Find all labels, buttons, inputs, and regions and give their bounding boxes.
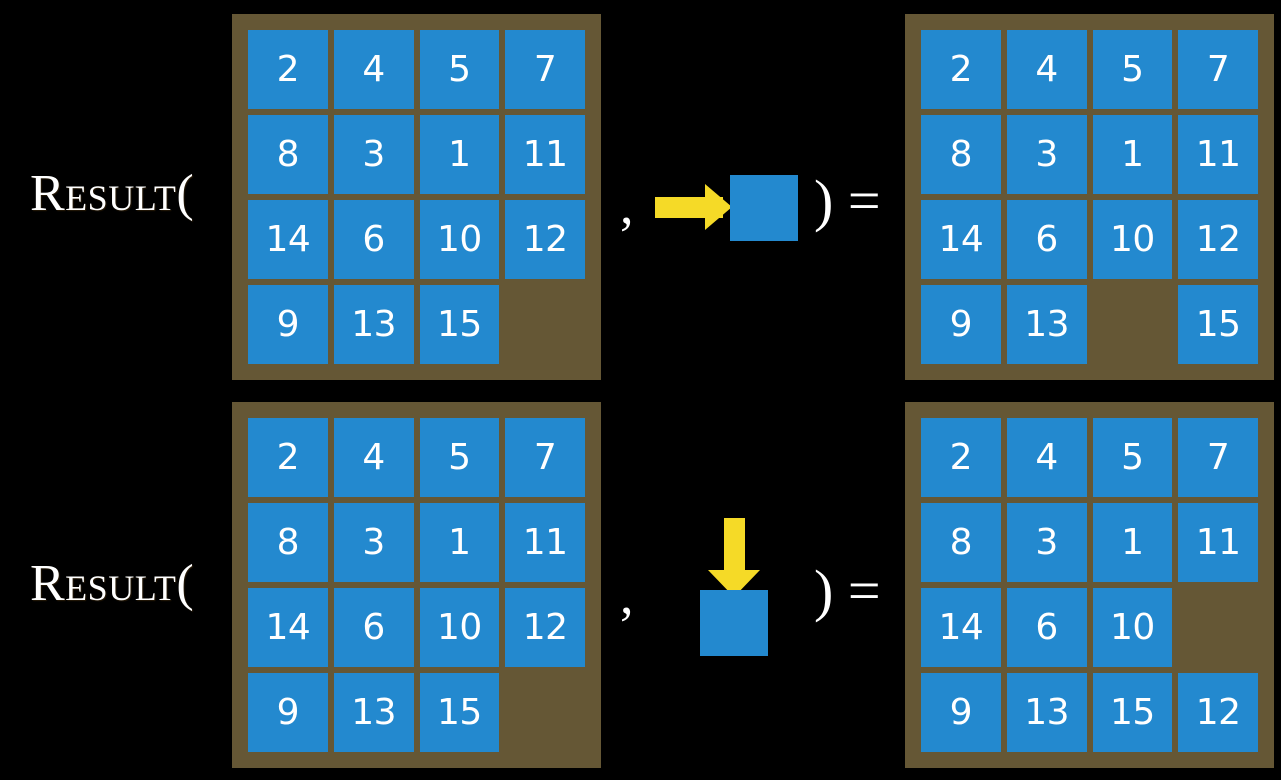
tile[interactable]: 4 xyxy=(333,418,414,497)
arrow-right-icon-head xyxy=(705,184,732,230)
tile[interactable]: 2 xyxy=(921,30,1001,109)
equation-row-slide-down: Result( 2 4 5 7 8 3 1 11 14 6 10 12 9 13… xyxy=(0,390,1281,780)
tile[interactable]: 6 xyxy=(333,200,414,279)
tile[interactable]: 9 xyxy=(248,673,328,752)
tile[interactable]: 1 xyxy=(1092,115,1173,194)
puzzle-grid: 2 4 5 7 8 3 1 11 14 6 10 9 13 15 12 xyxy=(921,418,1258,752)
tile[interactable]: 3 xyxy=(333,115,414,194)
output-puzzle-bottom: 2 4 5 7 8 3 1 11 14 6 10 9 13 15 12 xyxy=(905,402,1274,768)
tile[interactable]: 14 xyxy=(921,588,1001,667)
tile[interactable]: 13 xyxy=(333,285,414,364)
tile[interactable]: 6 xyxy=(1006,200,1087,279)
tile[interactable]: 6 xyxy=(333,588,414,667)
tile[interactable]: 8 xyxy=(921,115,1001,194)
close-paren-equals-bottom: ) = xyxy=(814,558,881,623)
tile[interactable]: 4 xyxy=(333,30,414,109)
tile[interactable]: 10 xyxy=(419,200,500,279)
tile[interactable]: 12 xyxy=(1178,673,1258,752)
tile[interactable]: 5 xyxy=(419,30,500,109)
tile[interactable]: 11 xyxy=(505,115,585,194)
tile[interactable]: 11 xyxy=(505,503,585,582)
tile[interactable]: 6 xyxy=(1006,588,1087,667)
tile[interactable]: 5 xyxy=(1092,418,1173,497)
tile[interactable]: 9 xyxy=(921,285,1001,364)
tile[interactable]: 10 xyxy=(419,588,500,667)
tile[interactable]: 11 xyxy=(1178,115,1258,194)
tile[interactable]: 15 xyxy=(1178,285,1258,364)
tile[interactable]: 7 xyxy=(505,30,585,109)
input-puzzle-top: 2 4 5 7 8 3 1 11 14 6 10 12 9 13 15 xyxy=(232,14,601,380)
tile[interactable]: 14 xyxy=(248,200,328,279)
tile[interactable]: 13 xyxy=(333,673,414,752)
argument-separator-comma-bottom: , xyxy=(620,565,634,625)
empty-slot xyxy=(1178,588,1258,667)
empty-slot xyxy=(1093,285,1173,364)
tile[interactable]: 10 xyxy=(1092,200,1173,279)
tile[interactable]: 3 xyxy=(333,503,414,582)
equation-row-slide-right: Result( 2 4 5 7 8 3 1 11 14 6 10 12 9 13… xyxy=(30,14,1274,380)
tile[interactable]: 2 xyxy=(248,30,328,109)
tile[interactable]: 13 xyxy=(1006,285,1087,364)
tile[interactable]: 14 xyxy=(921,200,1001,279)
tile[interactable]: 13 xyxy=(1006,673,1087,752)
tile[interactable]: 12 xyxy=(1178,200,1258,279)
puzzle-grid: 2 4 5 7 8 3 1 11 14 6 10 12 9 13 15 xyxy=(921,30,1258,364)
output-puzzle-top: 2 4 5 7 8 3 1 11 14 6 10 12 9 13 15 xyxy=(905,14,1274,380)
tile[interactable]: 7 xyxy=(505,418,585,497)
argument-separator-comma-top: , xyxy=(620,175,634,235)
tile[interactable]: 14 xyxy=(248,588,328,667)
tile[interactable]: 7 xyxy=(1178,30,1258,109)
tile[interactable]: 9 xyxy=(248,285,328,364)
tile[interactable]: 8 xyxy=(248,115,328,194)
blue-tile-icon xyxy=(730,175,798,241)
tile[interactable]: 5 xyxy=(1092,30,1173,109)
tile[interactable]: 1 xyxy=(419,503,500,582)
input-puzzle-bottom: 2 4 5 7 8 3 1 11 14 6 10 12 9 13 15 xyxy=(232,402,601,768)
tile[interactable]: 12 xyxy=(505,588,585,667)
tile[interactable]: 10 xyxy=(1092,588,1173,667)
empty-slot xyxy=(505,285,585,364)
tile[interactable]: 3 xyxy=(1006,503,1087,582)
tile[interactable]: 4 xyxy=(1006,418,1087,497)
result-function-label-bottom: Result( xyxy=(30,555,195,612)
tile[interactable]: 2 xyxy=(921,418,1001,497)
tile[interactable]: 3 xyxy=(1006,115,1087,194)
arrow-down-icon-shaft xyxy=(724,518,745,584)
tile[interactable]: 7 xyxy=(1178,418,1258,497)
tile[interactable]: 9 xyxy=(921,673,1001,752)
tile[interactable]: 11 xyxy=(1178,503,1258,582)
tile[interactable]: 12 xyxy=(505,200,585,279)
empty-slot xyxy=(505,673,585,752)
tile[interactable]: 1 xyxy=(419,115,500,194)
blue-tile-icon xyxy=(700,590,768,656)
tile[interactable]: 5 xyxy=(419,418,500,497)
tile[interactable]: 2 xyxy=(248,418,328,497)
tile[interactable]: 15 xyxy=(419,285,500,364)
tile[interactable]: 4 xyxy=(1006,30,1087,109)
tile[interactable]: 1 xyxy=(1092,503,1173,582)
close-paren-equals-top: ) = xyxy=(814,168,881,233)
result-function-label-top: Result( xyxy=(30,165,195,222)
tile[interactable]: 8 xyxy=(921,503,1001,582)
tile[interactable]: 15 xyxy=(419,673,500,752)
tile[interactable]: 8 xyxy=(248,503,328,582)
tile[interactable]: 15 xyxy=(1092,673,1173,752)
puzzle-grid: 2 4 5 7 8 3 1 11 14 6 10 12 9 13 15 xyxy=(248,418,585,752)
puzzle-grid: 2 4 5 7 8 3 1 11 14 6 10 12 9 13 15 xyxy=(248,30,585,364)
